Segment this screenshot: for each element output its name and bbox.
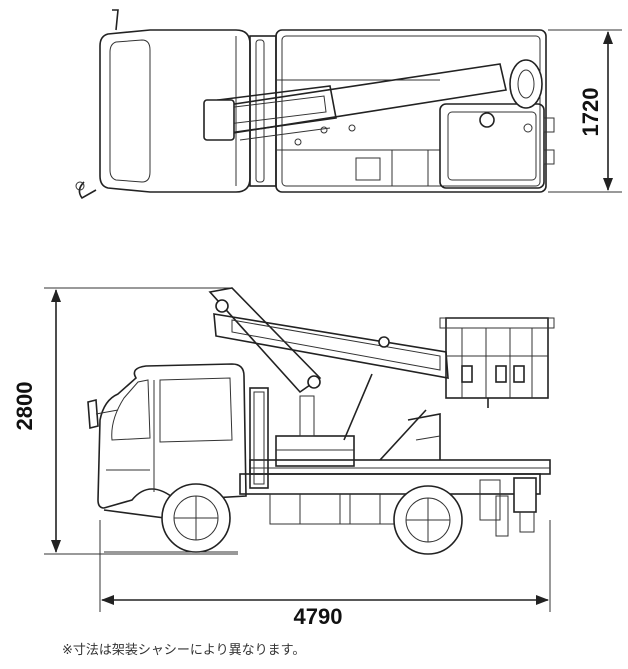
height-dimension bbox=[44, 287, 238, 555]
side-view bbox=[44, 287, 555, 612]
front-wheel bbox=[161, 483, 231, 553]
top-view-bucket bbox=[439, 59, 555, 189]
rear-wheel bbox=[393, 485, 463, 555]
width-label: 1720 bbox=[578, 88, 603, 137]
side-view-bucket bbox=[439, 317, 555, 408]
width-dimension bbox=[548, 29, 622, 193]
top-view-cab bbox=[75, 9, 251, 200]
height-label: 2800 bbox=[12, 382, 37, 431]
length-label: 4790 bbox=[294, 604, 343, 629]
length-dimension bbox=[99, 520, 551, 612]
side-view-boom bbox=[208, 287, 449, 461]
side-view-cab bbox=[87, 363, 247, 509]
side-view-chassis bbox=[103, 459, 551, 537]
top-view-boom bbox=[203, 63, 507, 146]
top-view-bed bbox=[249, 29, 547, 193]
disclaimer-note: ※寸法は架装シャシーにより異なります。 bbox=[62, 643, 305, 658]
top-view bbox=[75, 9, 622, 200]
side-view-turret bbox=[249, 387, 355, 489]
